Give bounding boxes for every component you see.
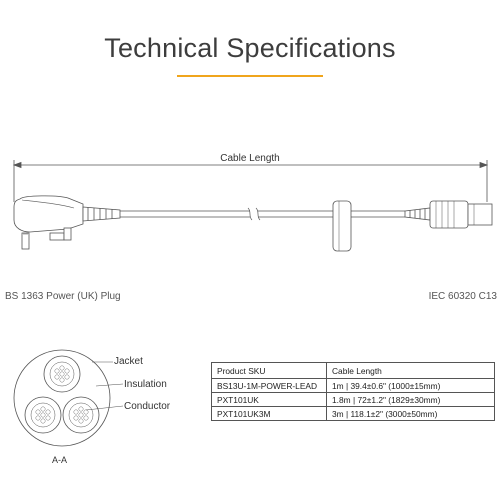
header-cable-length: Cable Length bbox=[326, 362, 495, 379]
section-label: A-A bbox=[52, 455, 68, 465]
title-underline bbox=[177, 75, 323, 77]
row-length: 1m | 39.4±0.6" (1000±15mm) bbox=[326, 378, 495, 393]
uk-plug bbox=[13, 195, 121, 250]
table-row: BS13U-1M-POWER-LEAD 1m | 39.4±0.6" (1000… bbox=[211, 378, 495, 393]
spec-table: Product SKU Cable Length BS13U-1M-POWER-… bbox=[211, 362, 495, 421]
page-title: Technical Specifications bbox=[104, 33, 396, 63]
cable-length-label: Cable Length bbox=[220, 153, 280, 164]
cable-body bbox=[120, 200, 405, 252]
header-sku: Product SKU bbox=[211, 362, 327, 379]
conductor-top bbox=[43, 355, 81, 393]
leader-lines bbox=[85, 361, 124, 411]
conductor-right bbox=[62, 396, 100, 434]
conductor-label: Conductor bbox=[124, 401, 171, 412]
uk-plug-label: BS 1363 Power (UK) Plug bbox=[5, 291, 121, 302]
insulation-label: Insulation bbox=[124, 379, 167, 390]
dimension-line bbox=[12, 160, 489, 202]
cable-cross-section bbox=[13, 349, 124, 447]
cable-diagram bbox=[12, 160, 493, 252]
iec-connector-label: IEC 60320 C13 bbox=[428, 291, 497, 302]
row-sku: PXT101UK3M bbox=[211, 406, 327, 421]
row-sku: PXT101UK bbox=[211, 392, 327, 407]
table-row: PXT101UK3M 3m | 118.1±2" (3000±50mm) bbox=[211, 406, 495, 421]
table-header-row: Product SKU Cable Length bbox=[211, 362, 495, 379]
table-row: PXT101UK 1.8m | 72±1.2" (1829±30mm) bbox=[211, 392, 495, 407]
jacket-label: Jacket bbox=[114, 356, 143, 367]
row-length: 3m | 118.1±2" (3000±50mm) bbox=[326, 406, 495, 421]
iec-c13-connector bbox=[404, 200, 493, 229]
row-sku: BS13U-1M-POWER-LEAD bbox=[211, 378, 327, 393]
conductor-left bbox=[24, 396, 62, 434]
row-length: 1.8m | 72±1.2" (1829±30mm) bbox=[326, 392, 495, 407]
